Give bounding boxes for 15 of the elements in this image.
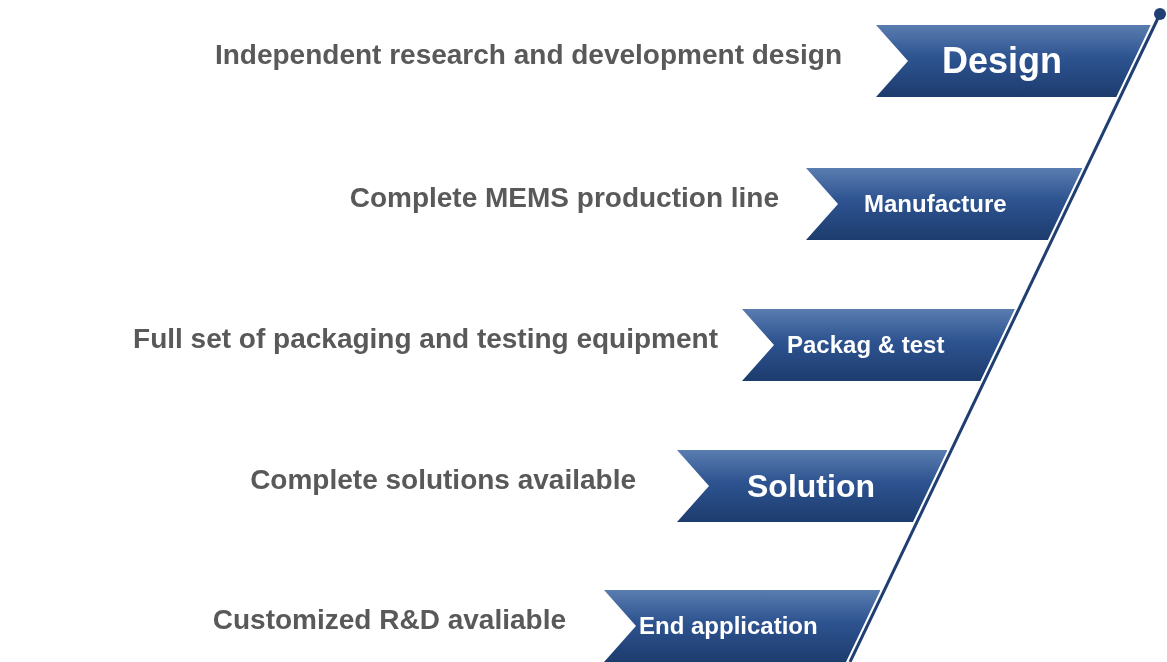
banner-label: End application (639, 614, 818, 638)
banner-label: Design (942, 43, 1063, 79)
chevron-banner (876, 25, 1151, 97)
description-text: Independent research and development design (214, 41, 842, 69)
description-text: Complete solutions available (250, 466, 636, 494)
chevron-banner (677, 450, 948, 522)
banner-label: Packag & test (787, 333, 945, 357)
description-text: Full set of packaging and testing equipment (133, 325, 718, 353)
banner-label: Solution (747, 470, 875, 502)
chevron-banner (604, 590, 881, 662)
chevron-banner (742, 309, 1015, 381)
chevron-banner (806, 168, 1083, 240)
description-text: Complete MEMS production line (349, 184, 779, 212)
banner-label: Manufacture (864, 192, 1007, 216)
description-text: Customized R&D avaliable (212, 606, 566, 634)
